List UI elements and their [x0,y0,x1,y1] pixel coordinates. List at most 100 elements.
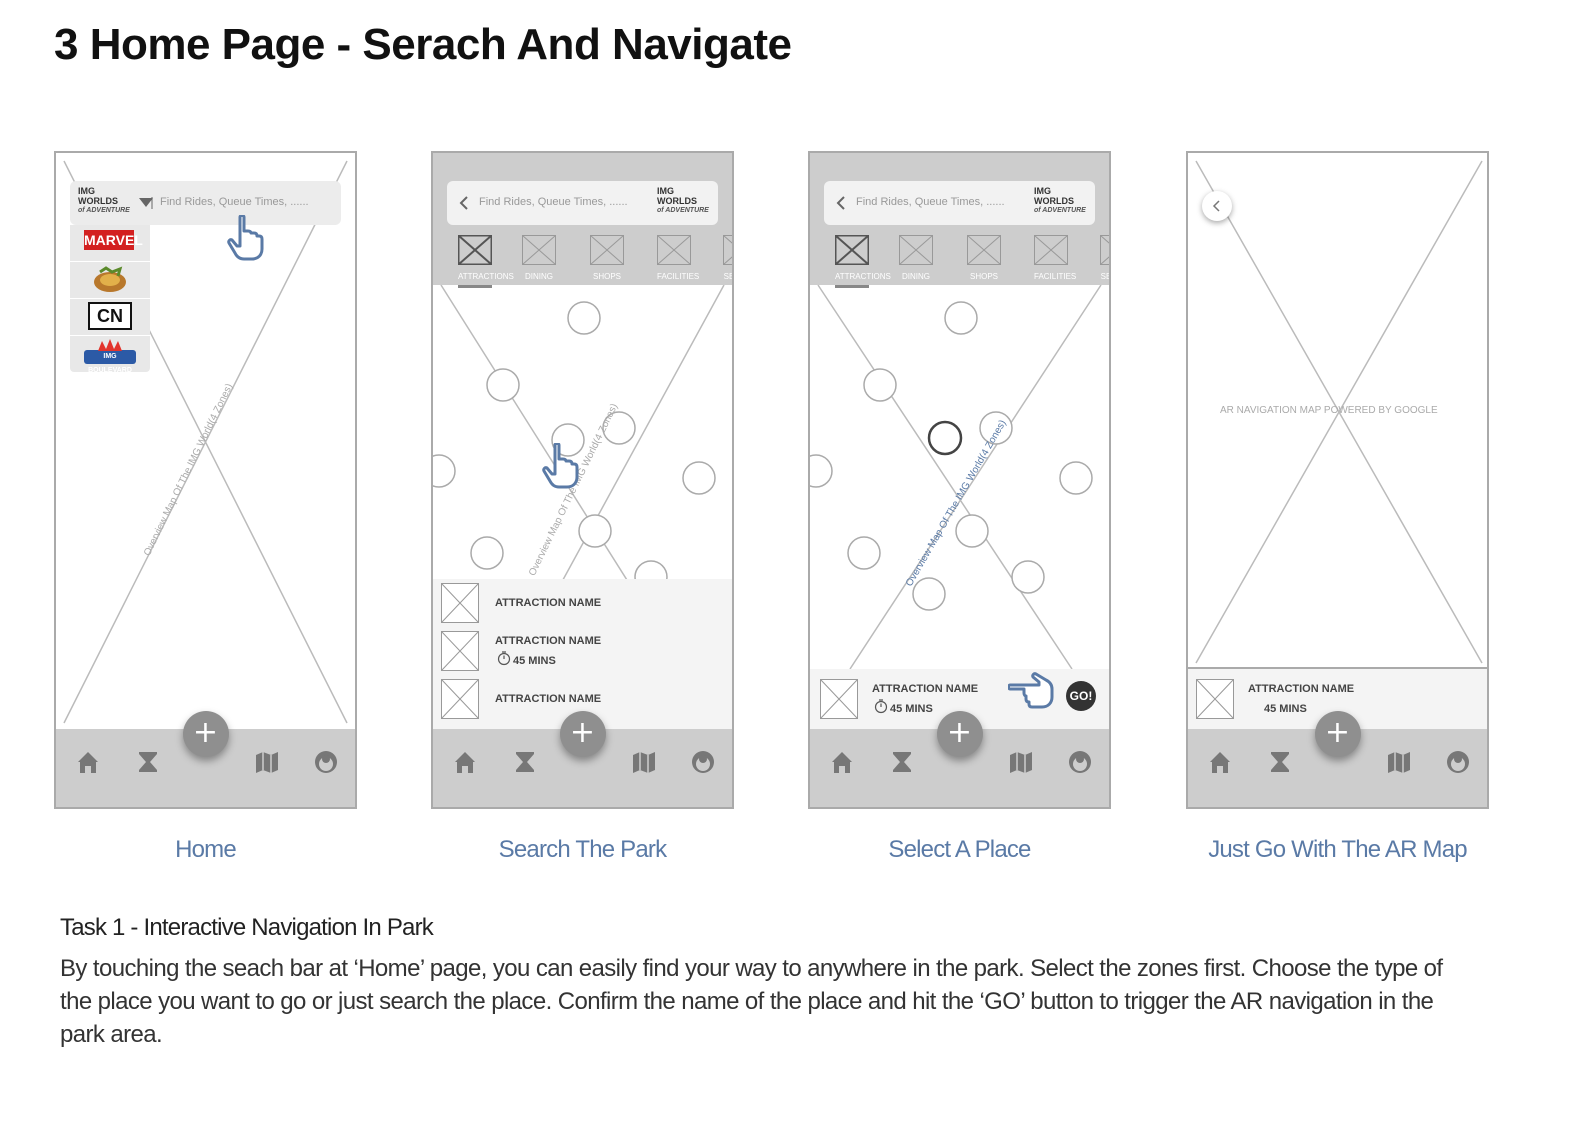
caption-search: Search The Park [498,836,667,863]
attractions-icon [834,234,870,266]
tab-more[interactable]: SE [723,235,732,281]
selected-place-card[interactable]: ATTRACTION NAME 45 MINS GO! [810,669,1109,731]
attraction-thumbnail [820,679,858,719]
bottom-nav: + [56,711,355,807]
tab-facilities[interactable]: FACILITIES [1034,235,1076,281]
page-title: 3 Home Page - Serach And Navigate [54,20,792,69]
timer-icon [497,651,511,666]
caption-ar-map: Just Go With The AR Map [1208,836,1467,863]
add-button[interactable]: + [936,711,983,757]
back-chevron-icon[interactable] [459,195,469,211]
map-placeholder [810,284,1102,670]
map-placeholder [433,284,725,654]
tap-hand-icon [227,215,264,261]
shops-icon [967,235,1001,265]
search-input[interactable]: Find Rides, Queue Times, ...... [479,196,628,208]
home-icon[interactable] [452,749,478,775]
tab-attractions[interactable]: ATTRACTIONS [457,234,514,288]
result-row[interactable]: ATTRACTION NAME 45 MINS [441,627,724,677]
dropdown-icon[interactable] [138,197,154,209]
phone-search: Overview Map Of The IMG World(4 Zones) F… [431,151,734,809]
ar-map-label: AR NAVIGATION MAP POWERED BY GOOGLE [1220,405,1438,416]
facilities-icon [657,235,691,265]
bottom-nav: + [433,711,732,807]
bottom-nav: + [1188,711,1487,807]
attraction-thumbnail [441,631,479,671]
task-title: Task 1 - Interactive Navigation In Park [60,914,434,941]
attraction-name: ATTRACTION NAME [872,683,979,695]
phone-home: Overview Map Of The IMG World(4 Zones) I… [54,151,357,809]
tab-dining[interactable]: DINING [522,235,556,281]
queue-time: 45 MINS [890,703,933,715]
selected-pin [927,420,963,456]
tab-attractions[interactable]: ATTRACTIONS [834,234,891,288]
zone-img-boulevard[interactable]: IMG BOULEVARD [70,336,150,374]
tap-hand-icon [542,443,579,489]
zone-cartoon-network[interactable]: CN [70,299,150,336]
phone-ar-map: AR NAVIGATION MAP POWERED BY GOOGLE ATTR… [1186,151,1489,809]
dining-icon [899,235,933,265]
profile-icon[interactable] [690,749,716,775]
search-results-list: ATTRACTION NAME ATTRACTION NAME 45 MINS … [433,579,732,733]
add-button[interactable]: + [182,711,229,757]
back-button[interactable] [1202,191,1232,221]
hourglass-icon[interactable] [1267,749,1293,775]
tab-facilities[interactable]: FACILITIES [657,235,699,281]
home-icon[interactable] [75,749,101,775]
attraction-name: ATTRACTION NAME [1248,683,1355,695]
queue-time: 45 MINS [513,655,556,667]
hourglass-icon[interactable] [135,749,161,775]
back-chevron-icon[interactable] [836,195,846,211]
tab-shops[interactable]: SHOPS [967,235,1001,281]
add-button[interactable]: + [1314,711,1361,757]
zone-lost-valley[interactable] [70,262,150,299]
zone-marvel[interactable]: MARVEL [70,225,150,262]
profile-icon[interactable] [1067,749,1093,775]
search-input[interactable]: Find Rides, Queue Times, ...... [856,196,1005,208]
attraction-name: ATTRACTION NAME [495,635,602,647]
map-icon[interactable] [1008,749,1034,775]
home-icon[interactable] [1207,749,1233,775]
dining-icon [522,235,556,265]
pointing-hand-icon [1008,672,1054,709]
brand-zone-list: MARVEL CN IMG BOULEVARD [70,225,150,374]
map-icon[interactable] [1386,749,1412,775]
attractions-icon [457,234,493,266]
tab-shops[interactable]: SHOPS [590,235,624,281]
tab-dining[interactable]: DINING [899,235,933,281]
back-chevron-icon [1212,200,1220,212]
phone-select: Overview Map Of The IMG World(4 Zones) F… [808,151,1111,809]
facilities-icon [1034,235,1068,265]
attraction-thumbnail [441,679,479,719]
attraction-thumbnail [1196,679,1234,719]
map-pins [810,301,1093,611]
attraction-name: ATTRACTION NAME [495,597,602,609]
result-row[interactable]: ATTRACTION NAME [441,675,724,725]
add-button[interactable]: + [559,711,606,757]
timer-icon [874,699,888,714]
bottom-nav: + [810,711,1109,807]
tab-more[interactable]: SE [1100,235,1109,281]
go-button[interactable]: GO! [1066,681,1096,711]
task-description: By touching the seach bar at ‘Home’ page… [60,955,1443,1048]
home-icon[interactable] [829,749,855,775]
attraction-name: ATTRACTION NAME [495,693,602,705]
hourglass-icon[interactable] [512,749,538,775]
result-row[interactable]: ATTRACTION NAME [441,579,724,629]
map-icon[interactable] [254,749,280,775]
profile-icon[interactable] [1445,749,1471,775]
queue-time: 45 MINS [1264,703,1307,715]
shops-icon [590,235,624,265]
attraction-thumbnail [441,583,479,623]
search-input[interactable]: Find Rides, Queue Times, ...... [160,196,309,208]
hourglass-icon[interactable] [889,749,915,775]
map-icon[interactable] [631,749,657,775]
profile-icon[interactable] [313,749,339,775]
map-pins [433,301,716,594]
